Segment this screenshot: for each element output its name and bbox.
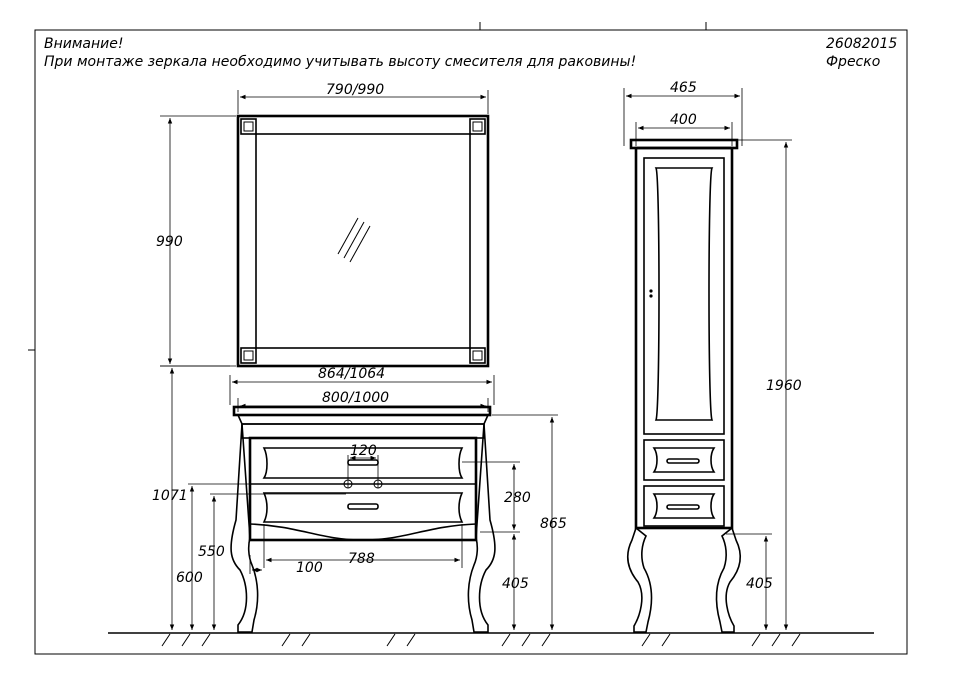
dim-pencil-height: 1960	[738, 139, 802, 630]
product-code: 26082015	[826, 36, 897, 52]
dim-leg-height-label: 405	[502, 576, 529, 592]
dim-pencil-height-label: 1960	[766, 378, 802, 394]
dim-body-width: 800/1000	[237, 390, 489, 412]
dim-total-height-left: 1071	[152, 365, 230, 630]
drawing-frame	[34, 29, 908, 655]
dim-height-550-label: 550	[198, 544, 225, 560]
dim-sink-holes: 120	[347, 443, 379, 488]
dim-height-600-label: 600	[176, 570, 203, 586]
mirror	[236, 114, 490, 368]
dim-body-width-label: 800/1000	[322, 390, 389, 406]
dim-bottom-widths: 788 100	[249, 524, 463, 576]
warning-text: При монтаже зеркала необходимо учитывать…	[44, 54, 636, 70]
dim-mirror-width: 790/990	[237, 82, 489, 114]
dim-top-width-label: 864/1064	[318, 366, 385, 382]
floor-line	[108, 632, 874, 647]
dim-pencil-width-outer-label: 465	[670, 80, 697, 96]
dim-vanity-height-label: 865	[540, 516, 567, 532]
pencil-cabinet	[626, 138, 742, 633]
dim-top-width: 864/1064	[229, 366, 495, 405]
dim-leg-height: 405	[502, 534, 529, 630]
dim-pencil-leg-height: 405	[726, 533, 773, 630]
dim-pencil-width-outer: 465	[623, 80, 743, 146]
dim-drawer-height-label: 280	[504, 490, 531, 506]
product-series: Фреско	[826, 54, 880, 70]
dim-mirror-height-label: 990	[156, 234, 183, 250]
dim-mirror-height: 990	[156, 115, 236, 367]
warning-title: Внимание!	[44, 36, 123, 52]
dim-height-550: 550	[198, 493, 346, 630]
dim-offset-100-label: 100	[296, 560, 323, 576]
dim-drawer-height: 280	[462, 461, 531, 533]
dim-width-788-label: 788	[348, 551, 375, 567]
dim-vanity-height: 865	[492, 414, 567, 630]
dim-pencil-leg-height-label: 405	[746, 576, 773, 592]
dim-height-600: 600	[176, 483, 346, 630]
dim-pencil-width-inner-label: 400	[670, 112, 697, 128]
vanity	[230, 405, 496, 633]
dim-sink-holes-label: 120	[350, 443, 377, 459]
dim-mirror-width-label: 790/990	[326, 82, 384, 98]
dim-total-height-left-label: 1071	[152, 488, 188, 504]
dim-pencil-width-inner: 400	[635, 112, 733, 146]
